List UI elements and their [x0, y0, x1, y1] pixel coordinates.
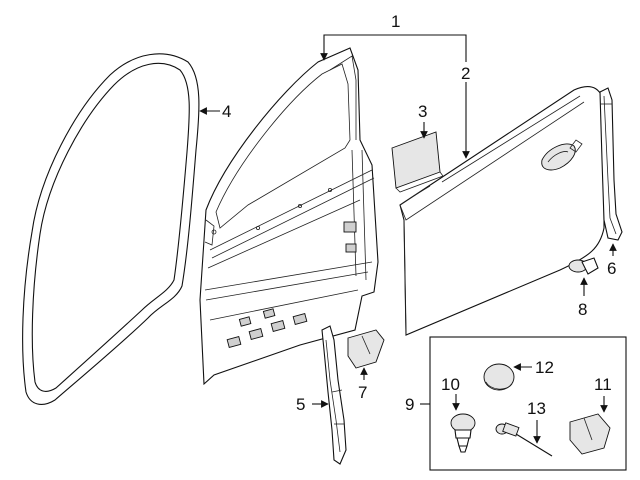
- callout-4: 4: [222, 102, 231, 121]
- callout-9: 9: [405, 395, 414, 414]
- push-clip-part-8: [568, 257, 599, 275]
- callout-13: 13: [527, 399, 546, 418]
- hardware-kit-box: [429, 336, 627, 471]
- rivet-part-13: [495, 422, 553, 457]
- callout-3: 3: [418, 102, 427, 121]
- callout-7: 7: [358, 383, 367, 402]
- callout-8: 8: [578, 300, 587, 319]
- cap-part-12: [483, 363, 515, 391]
- callout-11: 11: [594, 375, 612, 394]
- callout-1: 1: [391, 12, 400, 31]
- door-shell: [199, 47, 379, 386]
- outer-door-skin: [399, 86, 605, 336]
- callout-2: 2: [461, 64, 470, 83]
- weatherstrip-seal: [22, 53, 200, 405]
- bumper-part-11: [569, 413, 611, 455]
- rear-trim-strip: [599, 87, 623, 241]
- callout-6: 6: [607, 259, 616, 278]
- callout-10: 10: [441, 375, 460, 394]
- callout-5: 5: [296, 395, 305, 414]
- callout-labels: 1 2 3 4 5 6 7 8 9 10 11 12 13: [222, 12, 616, 418]
- front-trim-strip: [321, 325, 347, 465]
- bumper-block-part-7: [347, 329, 385, 369]
- leader-lines: [199, 34, 617, 444]
- callout-12: 12: [535, 358, 554, 377]
- clip-part-10: [450, 413, 476, 453]
